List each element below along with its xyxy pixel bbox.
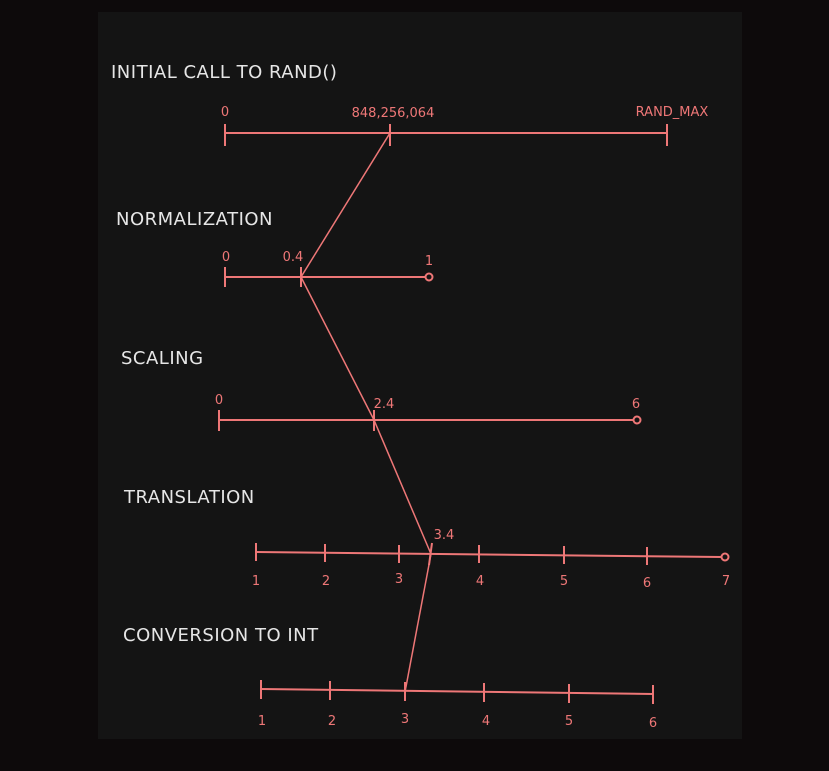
section-scaling: SCALING 0 2.4 6 — [121, 348, 642, 431]
label-translated-1: 1 — [252, 574, 260, 589]
label-scaled-zero: 0 — [215, 393, 223, 408]
number-line-integer — [260, 688, 654, 695]
label-integer-2: 2 — [328, 714, 336, 729]
connector-normalized-to-scaled — [300, 276, 375, 421]
label-rand-max: RAND_MAX — [636, 105, 709, 120]
label-integer-3: 3 — [401, 712, 409, 727]
label-translated-3: 3 — [395, 572, 403, 587]
open-end-normalized — [424, 272, 434, 282]
heading-initial-call: INITIAL CALL TO RAND() — [111, 62, 337, 83]
label-translated-2: 2 — [322, 574, 330, 589]
label-integer-5: 5 — [565, 714, 573, 729]
label-translated-7: 7 — [722, 574, 730, 589]
label-normalized-value: 0.4 — [283, 250, 304, 265]
label-integer-6: 6 — [649, 716, 657, 731]
label-integer-1: 1 — [258, 714, 266, 729]
section-conversion: CONVERSION TO INT 1 2 3 4 5 6 — [123, 625, 657, 731]
section-normalization: NORMALIZATION 0 0.4 1 — [116, 209, 434, 287]
label-translated-6: 6 — [643, 576, 651, 591]
connector-translated-to-integer — [404, 553, 432, 693]
heading-translation: TRANSLATION — [123, 487, 255, 508]
label-scaled-value: 2.4 — [374, 397, 395, 412]
heading-scaling: SCALING — [121, 348, 204, 369]
stage-connectors — [300, 132, 432, 693]
connector-rand-to-normalized — [300, 132, 391, 278]
label-translated-4: 4 — [476, 574, 484, 589]
label-translated-5: 5 — [560, 574, 568, 589]
label-normalized-one: 1 — [425, 254, 433, 269]
number-line-translated — [255, 551, 723, 558]
section-initial: INITIAL CALL TO RAND() 0 848,256,064 RAN… — [111, 62, 708, 146]
label-scaled-six: 6 — [632, 397, 640, 412]
open-end-translated — [720, 552, 730, 562]
heading-conversion: CONVERSION TO INT — [123, 625, 319, 646]
connector-scaled-to-translated — [373, 419, 432, 555]
heading-normalization: NORMALIZATION — [116, 209, 273, 230]
section-translation: TRANSLATION 3.4 1 2 3 4 5 6 7 — [123, 487, 730, 591]
open-end-scaled — [632, 415, 642, 425]
label-normalized-zero: 0 — [222, 250, 230, 265]
label-rand-zero: 0 — [221, 105, 229, 120]
label-integer-4: 4 — [482, 714, 490, 729]
label-rand-value: 848,256,064 — [352, 106, 435, 121]
label-translated-value: 3.4 — [434, 528, 455, 543]
